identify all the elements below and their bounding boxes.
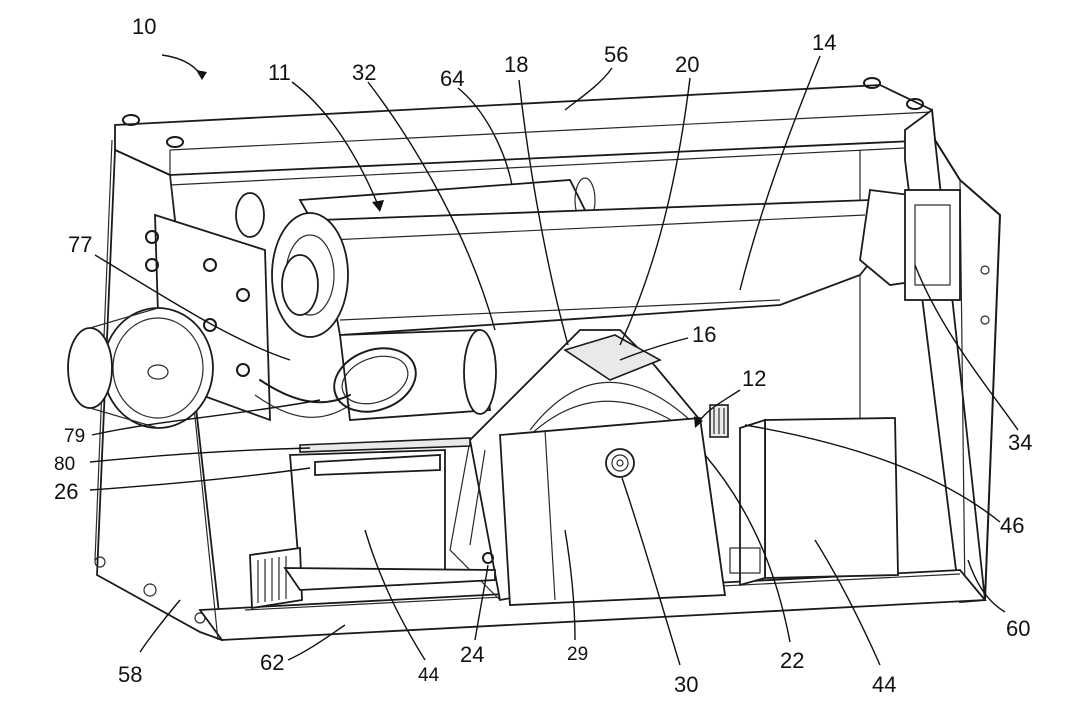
- leader-18: [518, 79, 569, 346]
- label-62: 62: [260, 650, 284, 675]
- label-80: 80: [54, 454, 75, 475]
- label-16: 16: [692, 322, 716, 347]
- hose-loop: [333, 347, 417, 413]
- motor-cylinder: [254, 329, 497, 421]
- leader-32: [367, 81, 496, 331]
- leader-60: [967, 559, 1006, 613]
- lid-screw: [122, 114, 140, 126]
- knob: [605, 448, 635, 478]
- leader-lines: [89, 54, 1019, 666]
- label-26: 26: [54, 479, 78, 504]
- leader-22: [704, 454, 791, 643]
- central-housing: [449, 329, 727, 606]
- label-44a: 44: [418, 665, 440, 686]
- leader-56: [564, 67, 613, 111]
- lid-screw: [906, 98, 924, 110]
- label-79: 79: [64, 426, 85, 447]
- blade: [283, 567, 496, 591]
- leader-80: [89, 447, 311, 463]
- label-44b: 44: [872, 672, 896, 697]
- leader-77: [94, 254, 291, 361]
- left-fan-assembly: [67, 307, 214, 429]
- label-24: 24: [460, 642, 484, 667]
- label-10: 10: [132, 14, 156, 39]
- leader-14: [739, 55, 821, 291]
- lid-screw: [166, 136, 184, 148]
- main-tube: [318, 199, 881, 336]
- label-60: 60: [1006, 616, 1030, 641]
- label-32: 32: [352, 60, 376, 85]
- label-64: 64: [440, 66, 464, 91]
- label-20: 20: [675, 52, 699, 77]
- leader-62: [287, 624, 346, 661]
- top-cap: [563, 334, 662, 381]
- strip-80: [299, 437, 471, 453]
- leader-64: [457, 87, 513, 186]
- label-77: 77: [68, 232, 92, 257]
- label-46: 46: [1000, 513, 1024, 538]
- label-18: 18: [504, 52, 528, 77]
- fan-housing: [102, 307, 214, 429]
- leader-30: [621, 477, 681, 666]
- leader-16: [619, 337, 689, 361]
- label-22: 22: [780, 648, 804, 673]
- leader-24: [474, 564, 489, 641]
- front-box: [499, 417, 727, 606]
- label-34: 34: [1008, 430, 1032, 455]
- reference-labels: 10 11 32 64 18 56 20 14 77 16 12 34 79 8…: [54, 14, 1032, 697]
- leader-29: [564, 529, 576, 641]
- label-56: 56: [604, 42, 628, 67]
- right-box-group: [709, 404, 899, 587]
- leader-11: [291, 81, 381, 211]
- leader-44a: [364, 529, 426, 661]
- right-box-44: [764, 417, 899, 579]
- lid-screw: [863, 77, 881, 89]
- right-bracket: [904, 189, 961, 301]
- brush-comb: [249, 546, 303, 610]
- leader-34: [914, 264, 1019, 431]
- leader-20: [619, 77, 691, 346]
- label-58: 58: [118, 662, 142, 687]
- leader-46: [744, 424, 1001, 523]
- leader-44b: [814, 539, 881, 666]
- left-tray: [249, 437, 496, 610]
- leader-58: [139, 599, 181, 653]
- leader-26: [89, 467, 311, 491]
- label-14: 14: [812, 30, 836, 55]
- fan-cap: [67, 327, 113, 409]
- label-29: 29: [567, 644, 588, 665]
- leader-10: [161, 54, 203, 79]
- label-30: 30: [674, 672, 698, 697]
- label-12: 12: [742, 366, 766, 391]
- leader-79: [91, 399, 321, 436]
- right-end-plate: [904, 108, 986, 603]
- label-11: 11: [268, 60, 291, 85]
